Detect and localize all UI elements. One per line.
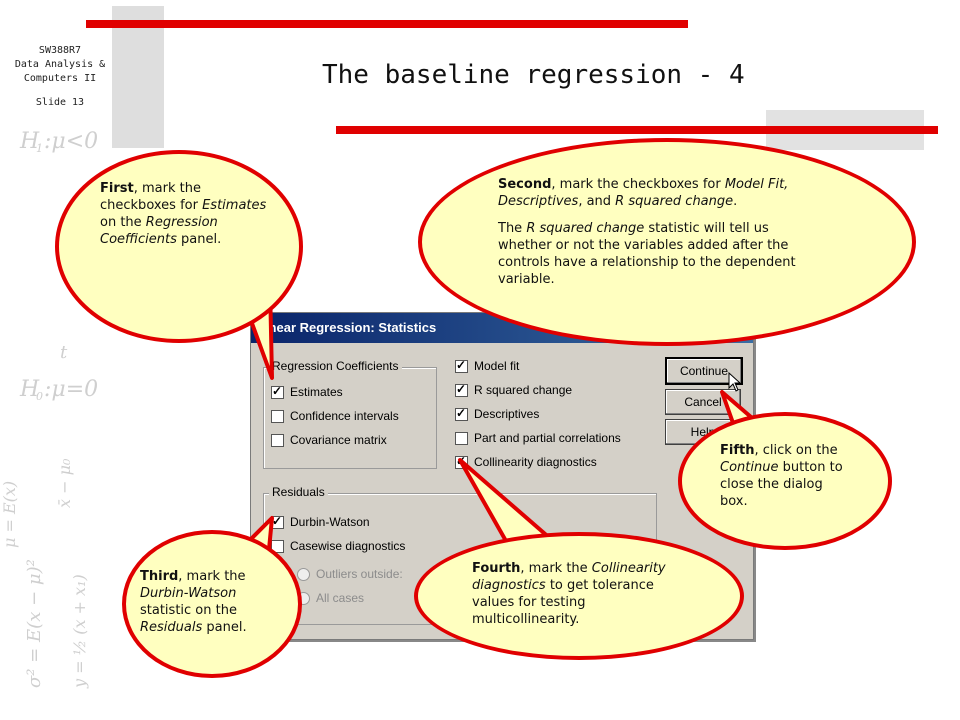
estimates-label: Estimates — [290, 385, 343, 399]
r-squared-change-checkbox[interactable]: R squared change — [455, 382, 573, 397]
slide-title: The baseline regression - 4 — [322, 60, 745, 90]
continue-button[interactable]: Continue — [665, 357, 743, 385]
svg-text:H: H — [19, 377, 40, 402]
durbin-watson-label: Durbin-Watson — [290, 515, 370, 529]
part-partial-correlations-checkbox[interactable]: Part and partial correlations — [455, 431, 621, 445]
casewise-diagnostics-checkbox[interactable]: Casewise diagnostics — [271, 539, 405, 553]
residuals-label: Residuals — [269, 485, 328, 499]
second-callout-text: Second, mark the checkboxes for Model Fi… — [498, 177, 796, 287]
durbin-watson-checkbox[interactable]: Durbin-Watson — [271, 514, 370, 529]
svg-text:μ = E(x): μ = E(x) — [0, 481, 19, 548]
descriptives-label: Descriptives — [474, 407, 540, 421]
fifth-callout — [678, 412, 892, 550]
r-squared-change-check-box[interactable] — [455, 382, 468, 397]
all-cases-label: All cases — [316, 591, 365, 605]
collinearity-diagnostics-label: Collinearity diagnostics — [474, 455, 597, 469]
course-name-line1: Data Analysis & — [14, 59, 106, 70]
all-cases-radio[interactable]: All cases — [297, 591, 364, 605]
regression-coefficients-label: Regression Coefficients — [269, 359, 402, 373]
outliers-outside-radio-button[interactable] — [297, 567, 310, 581]
third-callout — [122, 530, 302, 678]
decorative-red-bar-bottom — [336, 126, 938, 134]
course-code: SW388R7 — [38, 45, 82, 56]
covariance-matrix-checkbox[interactable]: Covariance matrix — [271, 433, 387, 447]
durbin-watson-check-box[interactable] — [271, 514, 284, 529]
estimates-check-box[interactable] — [271, 384, 284, 399]
cancel-button[interactable]: Cancel — [665, 389, 741, 415]
svg-text::μ=0: :μ=0 — [44, 377, 98, 402]
slide-number: Slide 13 — [35, 97, 85, 108]
outliers-outside-radio[interactable]: Outliers outside: — [297, 567, 403, 581]
mouse-pointer-icon — [728, 372, 742, 392]
svg-text:0: 0 — [36, 390, 43, 403]
third-callout-text: Third, mark the Durbin-Watson statistic … — [140, 569, 247, 635]
confidence-intervals-checkbox[interactable]: Confidence intervals — [271, 409, 399, 423]
fifth-callout-text: Fifth, click on the Continue button to c… — [720, 443, 843, 509]
confidence-intervals-label: Confidence intervals — [290, 409, 399, 423]
outliers-outside-label: Outliers outside: — [316, 567, 403, 581]
svg-text:1: 1 — [36, 142, 43, 155]
collinearity-diagnostics-checkbox[interactable]: Collinearity diagnostics — [455, 454, 597, 469]
model-fit-checkbox[interactable]: Model fit — [455, 358, 520, 373]
fourth-callout-text: Fourth, mark the Collinearity diagnostic… — [472, 561, 666, 627]
svg-text:x̄ − μ₀: x̄ − μ₀ — [55, 458, 74, 508]
covariance-matrix-label: Covariance matrix — [290, 433, 387, 447]
first-callout-text: First, mark the checkboxes for Estimates… — [100, 181, 267, 247]
model-fit-label: Model fit — [474, 359, 520, 373]
casewise-diagnostics-label: Casewise diagnostics — [290, 539, 406, 553]
fourth-callout — [414, 532, 744, 660]
descriptives-checkbox[interactable]: Descriptives — [455, 406, 540, 421]
descriptives-check-box[interactable] — [455, 406, 468, 421]
collinearity-diagnostics-check-box[interactable] — [455, 454, 468, 469]
course-info: SW388R7 Data Analysis & Computers II Sli… — [0, 44, 120, 110]
decorative-red-bar-top — [86, 20, 688, 28]
confidence-intervals-check-box[interactable] — [271, 409, 284, 423]
covariance-matrix-check-box[interactable] — [271, 433, 284, 447]
r-squared-change-label: R squared change — [474, 383, 573, 397]
first-callout — [55, 150, 303, 343]
second-callout — [418, 138, 916, 346]
svg-text:H: H — [19, 129, 40, 154]
svg-text::μ<0: :μ<0 — [44, 129, 98, 154]
course-name-line2: Computers II — [23, 73, 97, 84]
decorative-gray-column — [112, 6, 164, 148]
svg-text:y = ½ (x + x₁): y = ½ (x + x₁) — [70, 574, 89, 689]
svg-text:σ² = E(x − μ)²: σ² = E(x − μ)² — [24, 559, 45, 688]
estimates-checkbox[interactable]: Estimates — [271, 384, 343, 399]
dialog-title: Linear Regression: Statistics — [257, 320, 437, 335]
model-fit-check-box[interactable] — [455, 358, 468, 373]
svg-text:t: t — [60, 342, 68, 363]
part-partial-correlations-label: Part and partial correlations — [474, 431, 621, 445]
part-partial-correlations-check-box[interactable] — [455, 431, 468, 445]
